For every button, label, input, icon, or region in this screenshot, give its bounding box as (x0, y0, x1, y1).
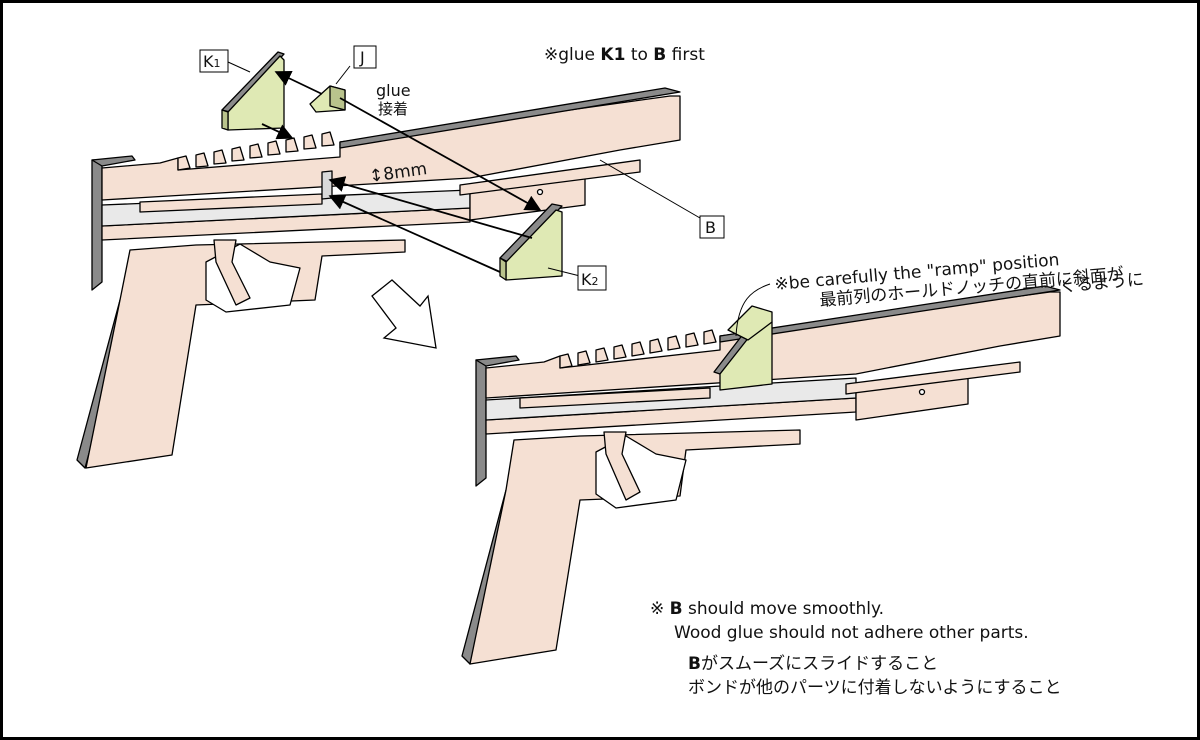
ramp-leader (735, 283, 771, 337)
assembly-arrows (227, 61, 701, 277)
label-box-j (353, 45, 377, 69)
label-k1: K1 (203, 52, 221, 71)
assembled-rack-top-shadow (719, 285, 1061, 343)
bottom-note-jp-line1: Bがスムーズにスライドすること (688, 654, 939, 674)
arrow-k2-to-slot-2 (328, 194, 501, 273)
bottom-note-en-line2: Wood glue should not adhere other parts. (674, 623, 1029, 643)
bottom-note-jp: Bがスムーズにスライドすること ボンドが他のパーツに付着しないようにすること (688, 652, 1062, 700)
glue-label-en: glue (376, 81, 411, 100)
label-box-k1 (199, 49, 229, 73)
assembled-frame-shadow (475, 359, 487, 487)
arrow-k2-to-slot-1 (328, 176, 533, 239)
slider-rail (459, 159, 641, 196)
assembled-j-block (727, 305, 773, 341)
assembled-frame-top-shadow (475, 355, 520, 367)
part-k2 (499, 203, 563, 281)
leader-b (599, 159, 701, 219)
assembled-rack-teeth (559, 329, 717, 369)
transition-arrow (371, 279, 437, 349)
part-k1 (221, 51, 285, 131)
rack-teeth (177, 131, 335, 171)
label-k2: K2 (581, 270, 599, 289)
leader-k2 (547, 267, 581, 277)
bottom-note-jp-line2: ボンドが他のパーツに付着しないようにすること (688, 678, 1062, 698)
assembled-gun (461, 285, 1061, 665)
frame-top-shadow (91, 155, 136, 167)
label-b: B (705, 218, 716, 237)
assembled-slider-rail (845, 361, 1021, 395)
arrow-k1-from-j (274, 70, 323, 95)
trigger (213, 239, 251, 306)
leader-j (335, 65, 351, 85)
slot-bar (139, 193, 323, 213)
gap-spacer (321, 170, 333, 200)
arrow-k1-to-rack (261, 123, 294, 140)
assembled-trigger (603, 431, 641, 501)
label-box-k2 (577, 265, 607, 291)
assembled-grip (469, 429, 801, 665)
slider-hole (536, 188, 544, 196)
rack-top-shadow (339, 87, 681, 149)
bottom-note-en: ※ B should move smoothly. Wood glue shou… (650, 597, 1029, 645)
label-j: J (359, 48, 365, 67)
grip (85, 239, 406, 469)
top-note: ※glue K1 to B first (544, 45, 705, 65)
arrow-j-to-slider (339, 97, 542, 211)
assembled-slider-hole (918, 388, 926, 396)
label-box-b (699, 215, 725, 239)
frame-shadow (91, 159, 103, 291)
bottom-note-en-line1: ※ B should move smoothly. (650, 599, 885, 619)
assembled-rack (485, 291, 1061, 399)
leader-k1 (227, 61, 251, 73)
exploded-gun-assembly (76, 87, 681, 469)
assembled-slot-bar (519, 387, 711, 409)
glue-label-jp: 接着 (378, 100, 408, 118)
